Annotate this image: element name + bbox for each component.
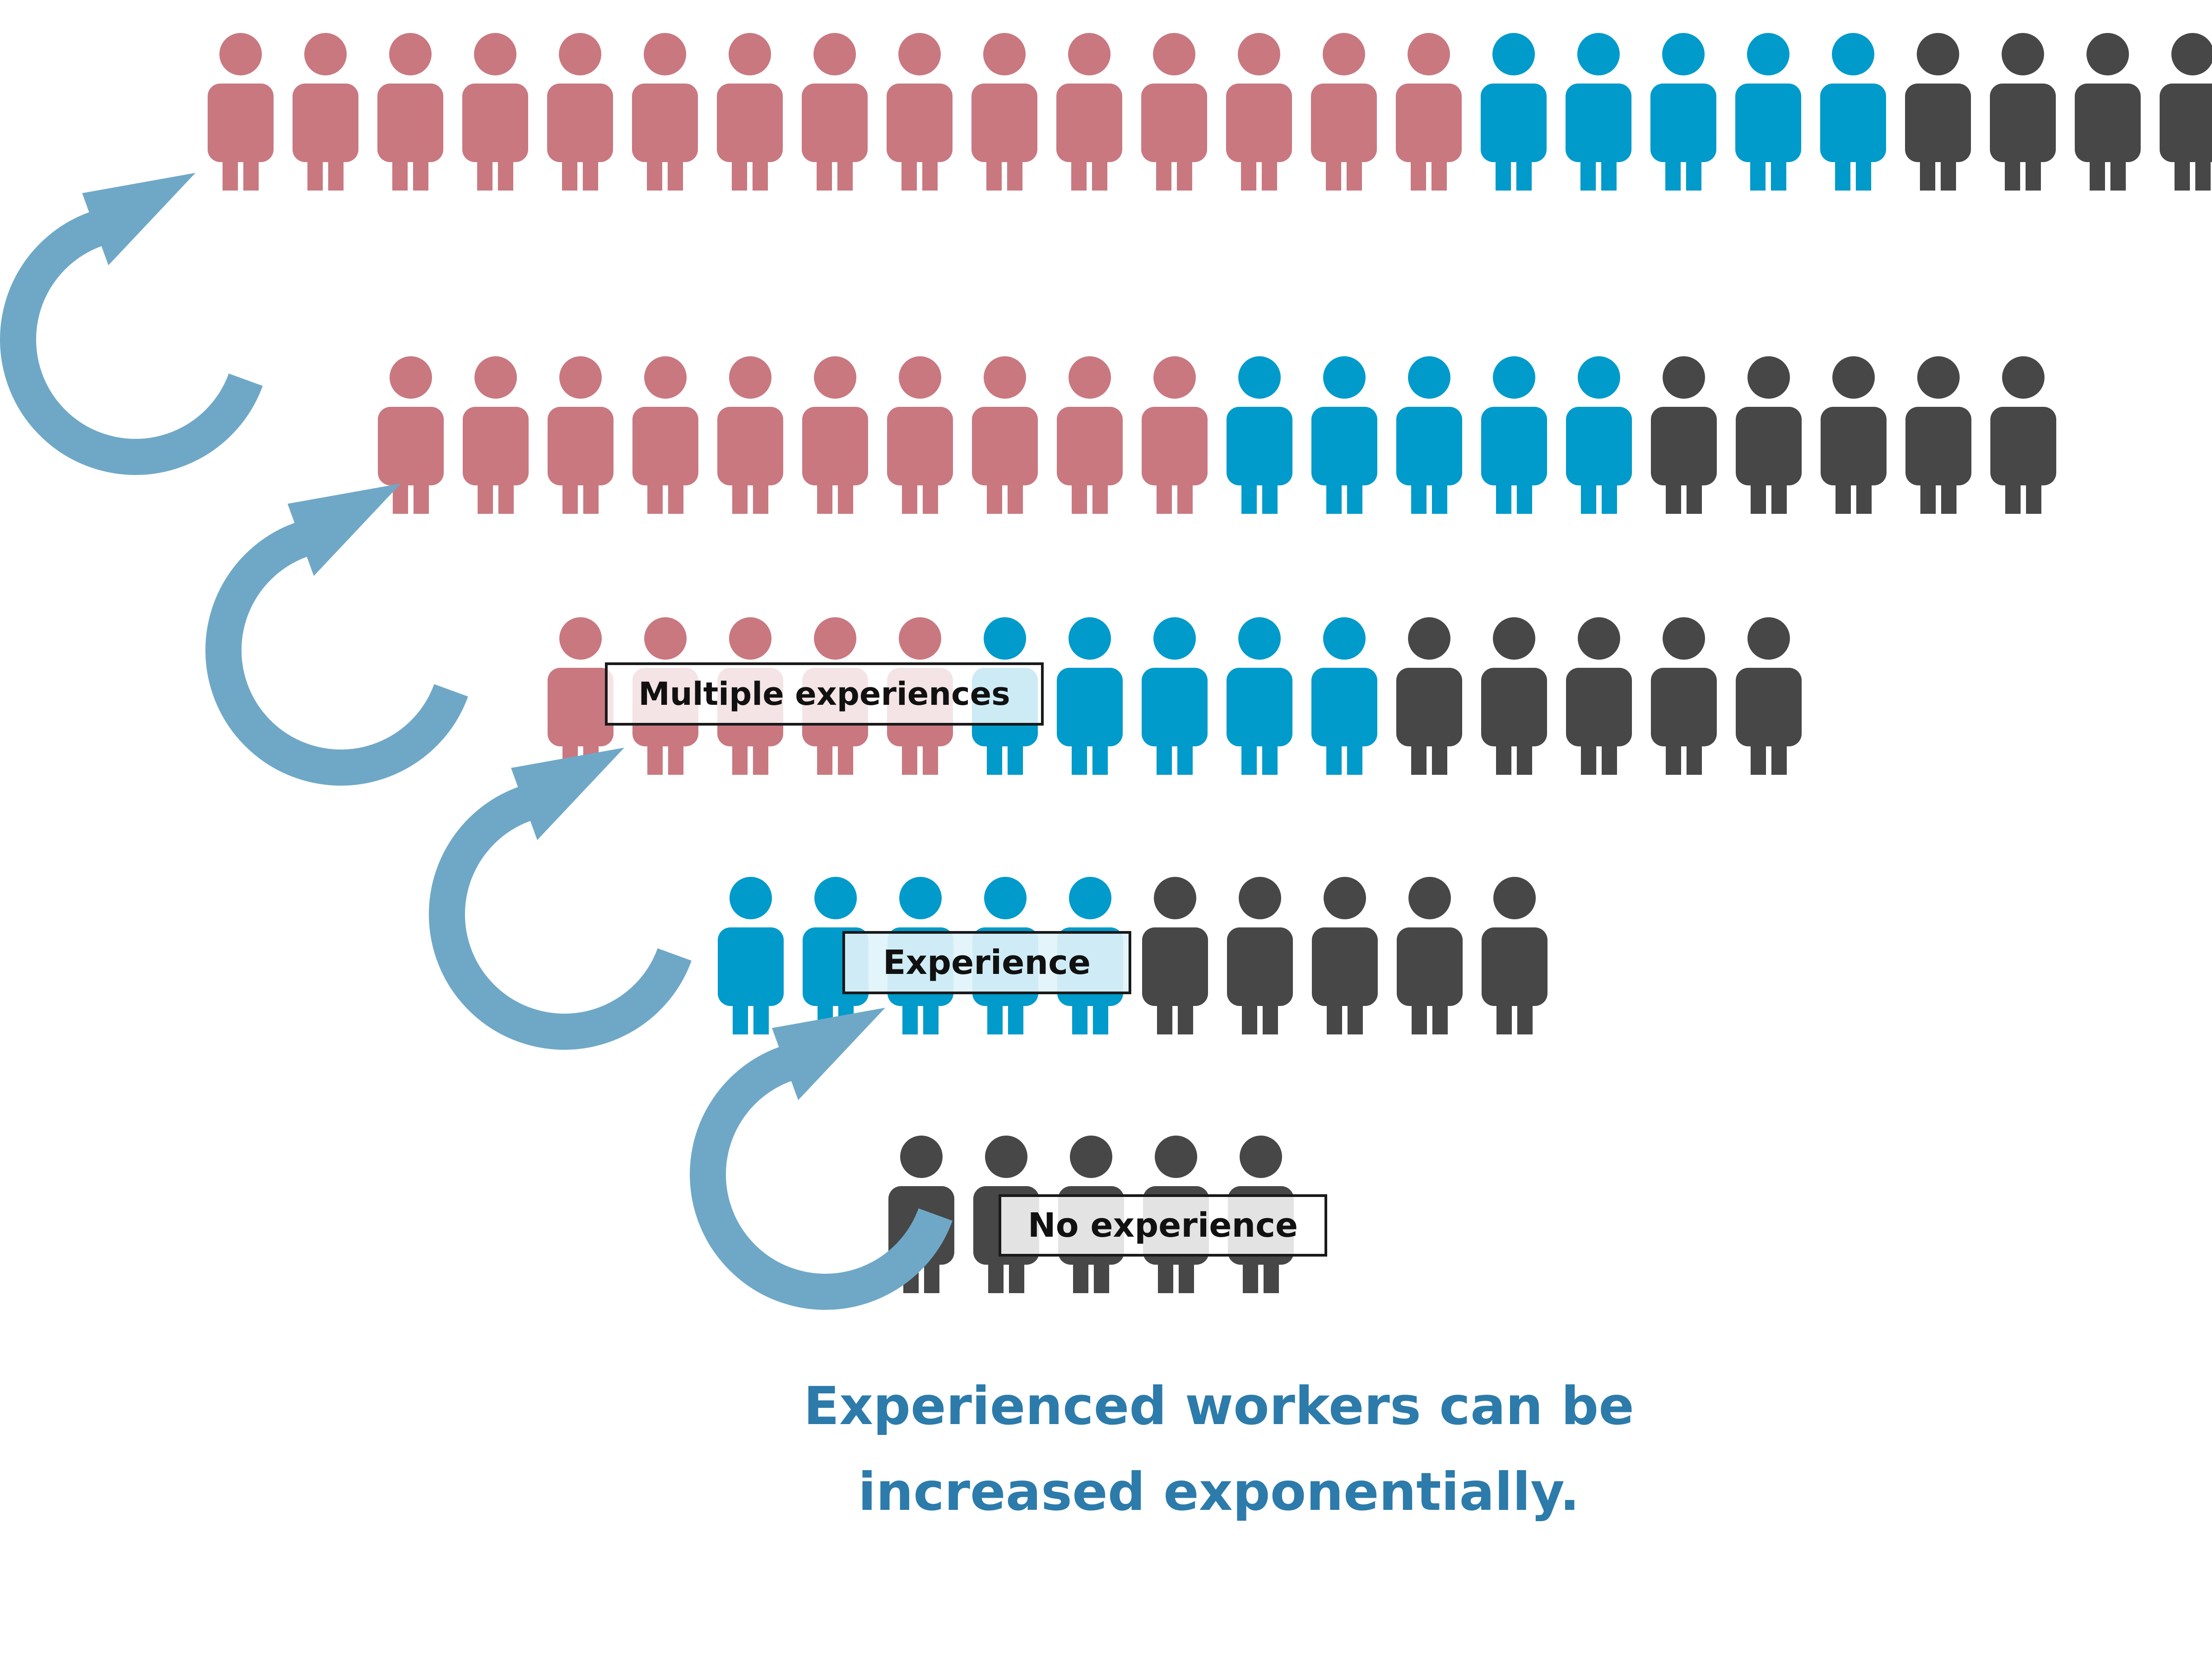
caption-line-1: Experienced workers can be [804, 1376, 1634, 1437]
person-icon [1736, 356, 1802, 514]
circular-arrow-icon [690, 1007, 953, 1310]
person-icon [1226, 33, 1292, 191]
person-icon [717, 356, 783, 514]
cycle-arrows [0, 172, 953, 1310]
person-icon [1990, 356, 2056, 514]
person-icon [1311, 617, 1377, 775]
circular-arrow-icon [205, 483, 468, 786]
person-icon [1227, 877, 1293, 1034]
person-icon [1905, 33, 1971, 191]
label-experience: Experience [842, 931, 1131, 994]
person-icon [1651, 617, 1717, 775]
person-icon [2075, 33, 2141, 191]
person-icon [1481, 33, 1547, 191]
person-icon [1396, 33, 1462, 191]
person-icon [1311, 356, 1377, 514]
person-icon [718, 877, 784, 1034]
person-icon [548, 617, 613, 775]
person-icon [1990, 33, 2056, 191]
person-icon [1736, 617, 1802, 775]
person-icon [463, 356, 529, 514]
person-icon [1311, 33, 1377, 191]
person-icon [1142, 356, 1208, 514]
person-icon [802, 33, 868, 191]
person-icon [377, 33, 443, 191]
person-icon [1566, 356, 1632, 514]
person-icon [462, 33, 528, 191]
people-row [208, 33, 2212, 191]
person-icon [1481, 356, 1547, 514]
person-icon [802, 356, 868, 514]
person-icon [1227, 356, 1292, 514]
person-icon [1142, 877, 1208, 1034]
person-icon [1651, 356, 1717, 514]
person-icon [1566, 33, 1631, 191]
people-row [378, 356, 2056, 514]
person-icon [1566, 617, 1632, 775]
person-icon [1396, 356, 1462, 514]
person-icon [1057, 356, 1123, 514]
person-icon [717, 33, 783, 191]
person-icon [208, 33, 274, 191]
person-icon [632, 356, 698, 514]
person-icon [1821, 356, 1887, 514]
person-icon [887, 33, 953, 191]
circular-arrow-icon [429, 747, 692, 1050]
caption-line-2: increased exponentially. [858, 1462, 1580, 1523]
person-icon [1056, 33, 1122, 191]
person-icon [548, 356, 613, 514]
person-icon [1312, 877, 1378, 1034]
person-icon [547, 33, 613, 191]
person-icon [1057, 617, 1123, 775]
label-multiple-experiences: Multiple experiences [605, 662, 1044, 726]
person-icon [972, 356, 1038, 514]
people-rows [208, 33, 2212, 1293]
person-icon [293, 33, 358, 191]
person-icon [1227, 617, 1292, 775]
person-icon [1650, 33, 1716, 191]
person-icon [1482, 877, 1547, 1034]
person-icon [1820, 33, 1886, 191]
person-icon [2160, 33, 2212, 191]
person-icon [1905, 356, 1971, 514]
caption: Experienced workers can be increased exp… [677, 1364, 1761, 1535]
person-icon [1142, 617, 1208, 775]
person-icon [1397, 877, 1463, 1034]
person-icon [1141, 33, 1207, 191]
person-icon [887, 356, 953, 514]
label-no-experience: No experience [999, 1194, 1327, 1257]
circular-arrow-icon [0, 172, 263, 475]
person-icon [1396, 617, 1462, 775]
person-icon [632, 33, 698, 191]
person-icon [1481, 617, 1547, 775]
person-icon [971, 33, 1037, 191]
person-icon [1735, 33, 1801, 191]
